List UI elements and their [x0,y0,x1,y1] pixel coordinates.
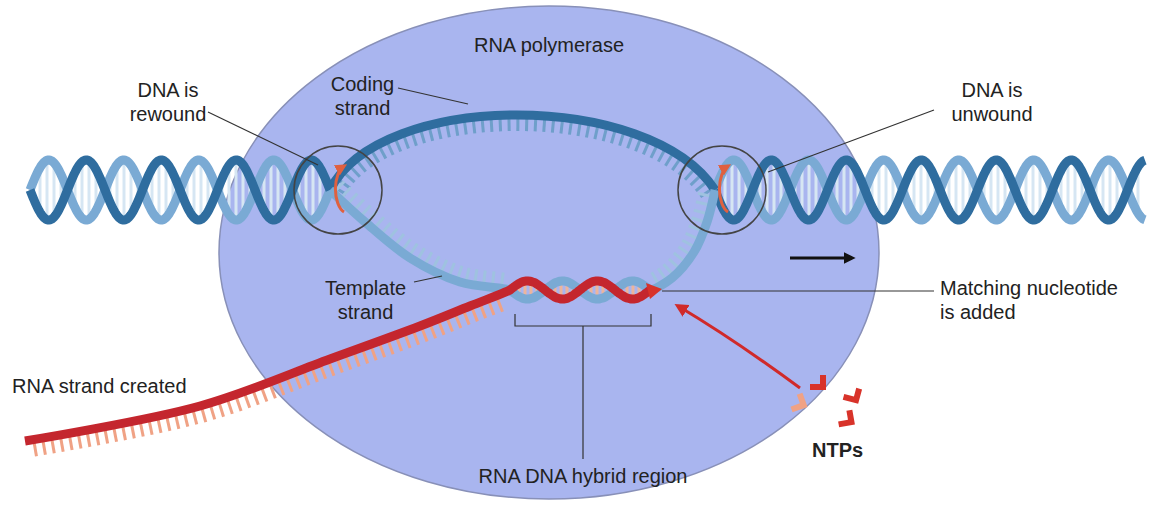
callout-label: Matching nucleotide is added [940,276,1130,324]
dna-strand [715,160,1145,220]
leader-line [398,88,468,104]
label-anchor: Coding strand [320,72,405,120]
base-pair [235,160,238,220]
dna-strand [30,160,330,220]
leader-line [768,110,934,172]
leader-line [414,276,442,282]
base-pair [997,160,1000,219]
leader-line [662,290,934,291]
new-nucleotide [646,283,662,299]
ntp [787,393,807,413]
callout-label: Template strand [318,276,413,324]
callout-label: NTPs [812,438,882,462]
base-pair [1109,160,1112,220]
hybrid-bracket [515,314,651,459]
label-anchor: RNA DNA hybrid region [453,464,713,488]
label-anchor: Matching nucleotide is added [940,276,1130,324]
ntp [843,385,862,404]
base-pair [200,161,203,220]
base-pair [88,161,91,219]
twist-circle [678,146,766,234]
callout-label: RNA strand created [12,374,242,398]
base-pair [920,160,923,220]
rotation-arrow [719,166,728,212]
callout-label: DNA is unwound [942,78,1042,126]
base-pair [1032,160,1035,220]
base-pair [885,161,888,220]
base-pair [843,161,846,220]
label-anchor: Template strand [318,276,413,324]
callout-label: DNA is rewound [118,78,218,126]
decorations [208,88,934,459]
base-pair [270,161,273,219]
direction-arrow [790,257,852,260]
base-pair [808,160,811,220]
strands [25,115,1145,441]
leader-line [208,112,318,165]
label-anchor: DNA is rewound [118,78,218,126]
base-pair [955,161,958,219]
rna-strand [25,281,650,441]
ntp [810,375,826,390]
dna-strand [30,160,330,220]
base-pair [1074,161,1077,218]
callout-label: RNA DNA hybrid region [453,464,713,488]
ellipse-outline [218,5,880,500]
base-pair [123,160,126,220]
base-pair [731,160,734,219]
ntp [837,410,855,428]
polymerase-ellipse: RNA polymerase [218,5,880,500]
label-anchor: NTPs [812,438,882,462]
ellipse-shape [219,6,879,499]
base-pair [158,161,161,220]
base-pair [312,160,315,219]
dna-strand [715,160,1145,220]
ntp-arrow [678,306,800,388]
rotation-arrow [335,166,344,212]
base-pair [1067,161,1070,219]
base-pair [46,160,49,219]
label-anchor: DNA is unwound [942,78,1042,126]
coding-strand [330,115,715,190]
label-anchor: RNA strand created [12,374,242,398]
callout-label: Coding strand [320,72,405,120]
node-title: RNA polymerase [218,33,880,57]
